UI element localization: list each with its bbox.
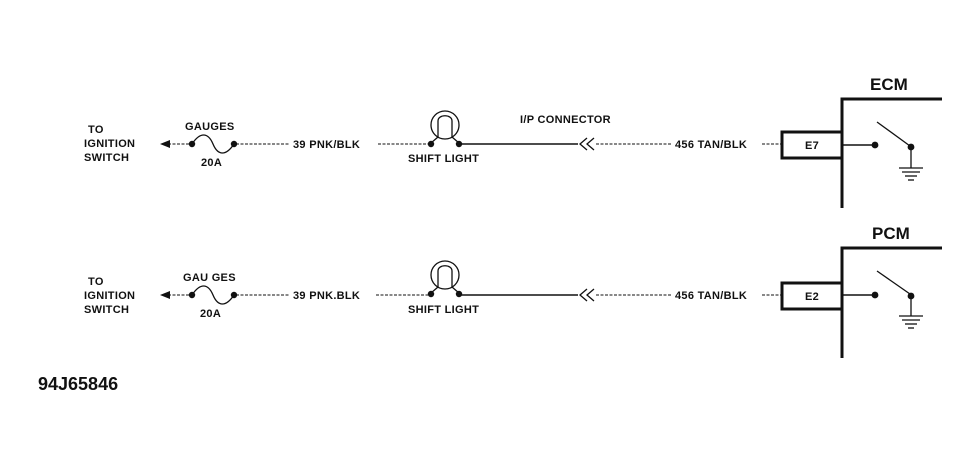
fuse-terminal-right — [230, 291, 238, 299]
to-ignition-label-line3: SWITCH — [84, 152, 129, 164]
fuse-rating: 20A — [200, 308, 221, 320]
to-ignition-label-line3: SWITCH — [84, 304, 129, 316]
wire-label-right: 456 TAN/BLK — [675, 290, 747, 302]
wire-label-left: 39 PNK.BLK — [293, 290, 360, 302]
module-label: PCM — [872, 224, 910, 243]
fuse-icon — [191, 285, 235, 305]
fuse-terminal-right — [230, 140, 238, 148]
ground-icon — [899, 315, 923, 329]
pin-label: E7 — [805, 140, 819, 152]
connector-label: I/P CONNECTOR — [520, 114, 611, 126]
connector-icon — [579, 137, 595, 151]
circuit-pcm: TO IGNITION SWITCH GAU GES 20A 39 PNK.BL… — [84, 224, 942, 358]
lamp-label: SHIFT LIGHT — [408, 153, 479, 165]
fuse-name: GAU GES — [183, 272, 236, 284]
to-ignition-label-line2: IGNITION — [84, 290, 135, 302]
fuse-icon — [191, 134, 235, 154]
wire-label-left: 39 PNK/BLK — [293, 139, 360, 151]
arrow-left-icon — [160, 140, 170, 148]
switch-icon — [876, 270, 911, 295]
to-ignition-label-line1: TO — [88, 276, 104, 288]
module-outline — [840, 97, 942, 208]
pin-label: E2 — [805, 291, 819, 303]
lamp-icon — [427, 260, 463, 298]
module-outline — [840, 246, 942, 358]
fuse-name: GAUGES — [185, 121, 234, 133]
connector-icon — [579, 288, 595, 302]
module-label: ECM — [870, 75, 908, 94]
lamp-icon — [427, 110, 463, 148]
figure-code: 94J65846 — [38, 374, 118, 394]
to-ignition-label-line2: IGNITION — [84, 138, 135, 150]
arrow-left-icon — [160, 291, 170, 299]
wire-label-right: 456 TAN/BLK — [675, 139, 747, 151]
fuse-rating: 20A — [201, 157, 222, 169]
ground-icon — [899, 167, 923, 181]
lamp-label: SHIFT LIGHT — [408, 304, 479, 316]
to-ignition-label-line1: TO — [88, 124, 104, 136]
switch-icon — [876, 121, 911, 147]
circuit-ecm: TO IGNITION SWITCH GAUGES 20A 39 PNK/BLK… — [84, 75, 942, 208]
